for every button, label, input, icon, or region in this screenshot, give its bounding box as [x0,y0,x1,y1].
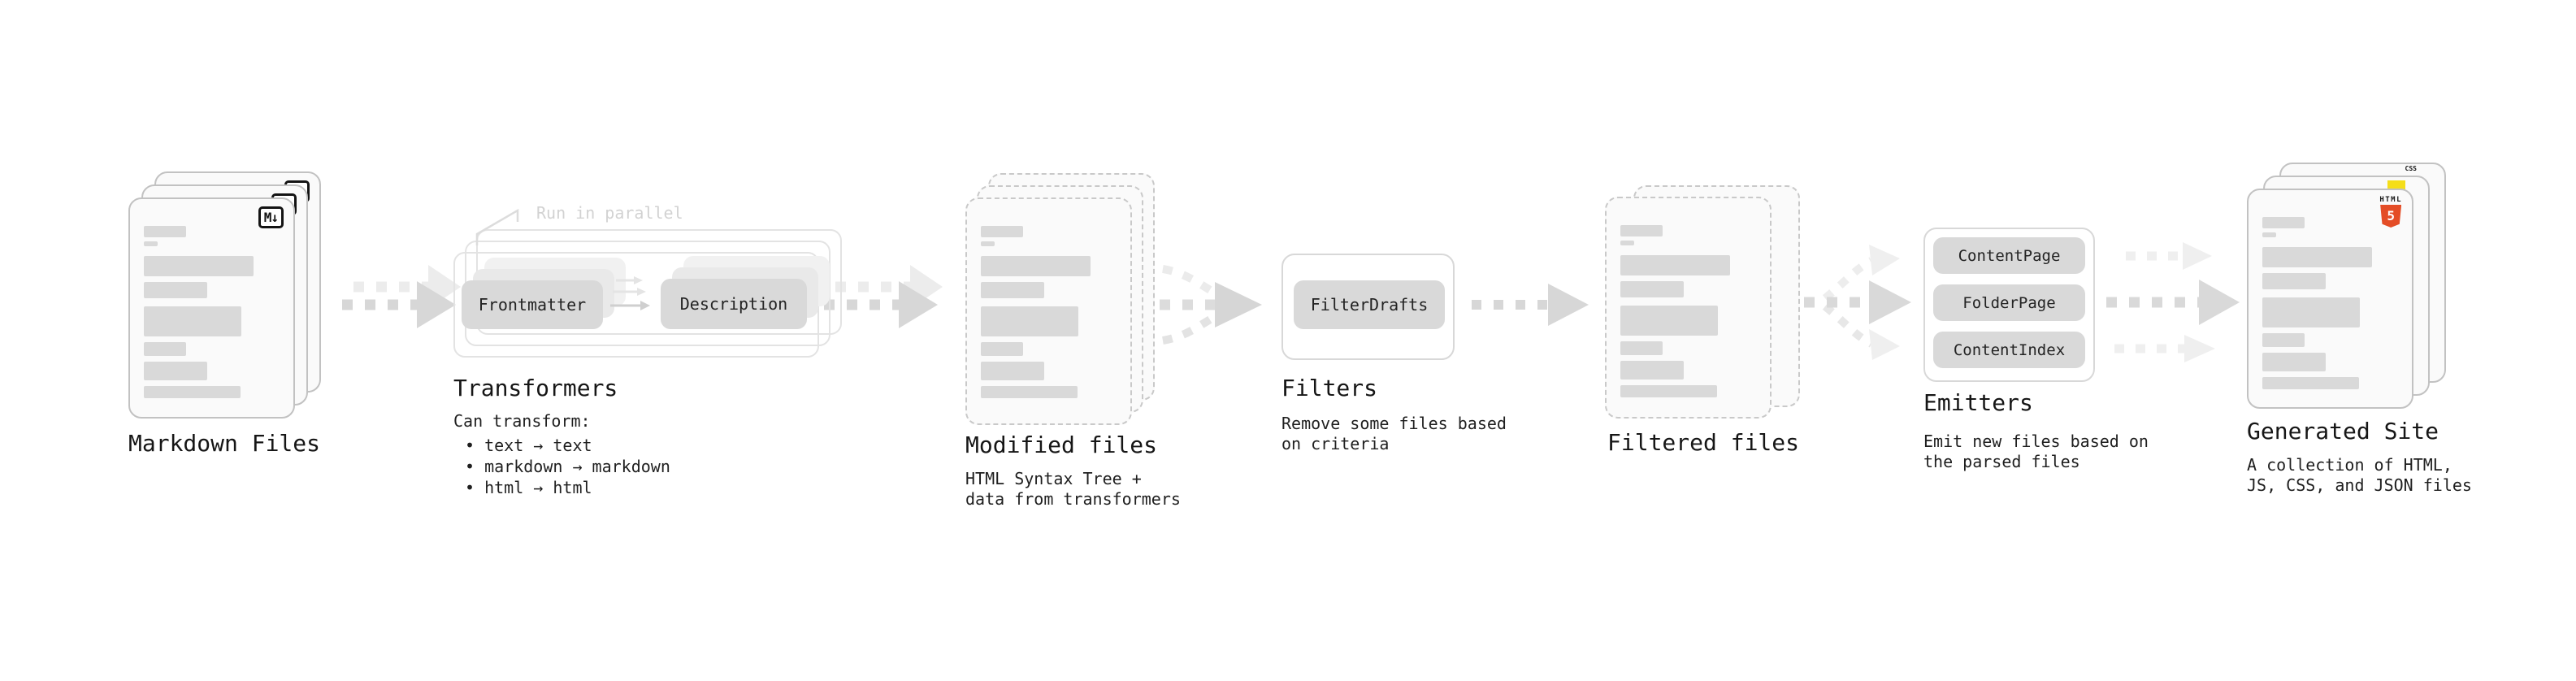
text-line-bar [981,226,1023,237]
text-line-bar [1620,241,1634,245]
generated-desc-line: JS, CSS, and JSON files [2247,475,2472,495]
document-text-lines [2262,217,2398,389]
stage-title-generated-site: Generated Site [2247,418,2439,445]
document-text-lines [144,226,280,398]
text-line-bar [981,241,995,246]
text-line-bar [144,386,241,398]
flow-arrow-transformers-to-modified [824,265,943,328]
text-line-bar [144,306,242,336]
text-line-bar [981,282,1045,298]
text-line-bar [144,256,254,276]
transformer-parallel-arrows [610,276,650,310]
text-line-bar [2262,232,2276,237]
text-line-bar [144,226,186,237]
text-line-bar [981,362,1045,380]
text-line-bar [1620,341,1663,355]
emitters-desc-line: Emit new files based on [1923,432,2149,451]
frontmatter-transformer-box: Frontmatter [462,280,603,329]
text-line-bar [1620,306,1719,336]
modified-desc-line: data from transformers [965,489,1181,509]
text-line-bar [2262,247,2373,267]
filtered-file-front [1605,197,1772,419]
text-line-bar [144,241,158,246]
transformers-bullet: • html → html [465,478,592,497]
flow-arrow-modified-to-filters [1137,263,1262,346]
text-line-bar [1620,225,1663,236]
stage-title-markdown-files: Markdown Files [128,430,321,457]
generated-file-html: HTML 5 [2247,189,2413,409]
contentindex-emitter-box: ContentIndex [1933,332,2085,368]
text-line-bar [981,256,1091,276]
html5-icon-numeral: 5 [2387,208,2395,223]
transformers-bullet: • markdown → markdown [465,457,670,476]
html5-icon-wordmark: HTML [2379,196,2402,204]
filters-desc-line: Remove some files based [1281,414,1507,433]
modified-file-front [965,197,1132,425]
markdown-icon: M↓ [258,206,284,228]
flow-arrow-filtered-to-emitters [1781,245,1911,360]
flow-arrow-filters-to-filtered [1472,284,1589,326]
generated-desc-line: A collection of HTML, [2247,455,2452,475]
emitters-desc-line: the parsed files [1923,452,2080,471]
description-transformer-box: Description [661,279,807,329]
css-icon-label: CSS [2405,165,2417,172]
text-line-bar [2262,273,2327,289]
text-line-bar [2262,217,2305,228]
folderpage-emitter-box: FolderPage [1933,284,2085,321]
text-line-bar [2262,333,2305,347]
document-text-lines [1620,225,1756,397]
filterdrafts-box: FilterDrafts [1294,280,1445,329]
text-line-bar [144,362,208,380]
js-icon [2387,180,2405,189]
html5-icon-shield: 5 [2380,205,2402,228]
stage-title-modified-files: Modified files [965,432,1158,458]
flow-arrow-emitters-to-generated [2106,242,2240,362]
markdown-file-front: M↓ [128,197,295,419]
text-line-bar [981,306,1079,336]
html5-icon: HTML 5 [2379,196,2402,228]
modified-desc-line: HTML Syntax Tree + [965,469,1142,488]
filters-desc-line: on criteria [1281,434,1390,453]
stage-title-filters: Filters [1281,375,1378,401]
stage-title-transformers: Transformers [453,375,618,401]
css-icon: CSS [2405,166,2417,172]
transformers-bullet: • text → text [465,436,592,455]
contentpage-emitter-box: ContentPage [1933,237,2085,274]
stage-title-filtered-files: Filtered files [1607,429,1800,456]
text-line-bar [144,342,186,356]
flow-arrow-markdown-to-transformers [342,265,461,328]
text-line-bar [144,282,208,298]
text-line-bar [2262,377,2359,389]
text-line-bar [1620,385,1717,397]
text-line-bar [1620,255,1731,275]
text-line-bar [1620,361,1685,380]
document-text-lines [981,226,1117,398]
stage-title-emitters: Emitters [1923,389,2033,416]
text-line-bar [2262,297,2361,327]
text-line-bar [981,386,1078,398]
text-line-bar [981,342,1023,356]
text-line-bar [2262,353,2327,371]
text-line-bar [1620,281,1685,297]
transformers-desc-heading: Can transform: [453,411,591,431]
run-in-parallel-note: Run in parallel [536,203,683,223]
annotation-leader-line [475,208,519,245]
